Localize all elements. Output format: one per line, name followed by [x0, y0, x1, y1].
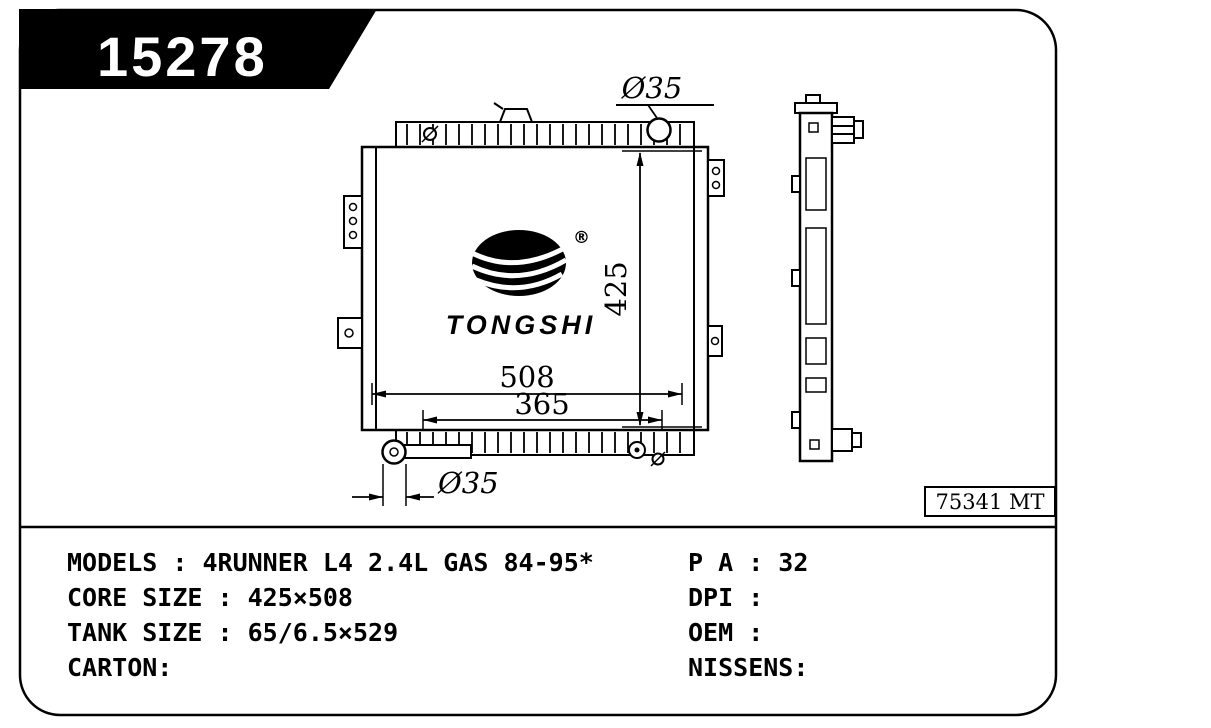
spec-pa: P A : 32 — [688, 548, 809, 577]
tongshi-logo: ® TONGSHI — [446, 228, 597, 340]
side-top-cap — [794, 102, 838, 114]
spec-carton: CARTON: — [67, 653, 173, 682]
radiator-side-view — [791, 94, 864, 463]
right-bracket-upper — [707, 159, 725, 197]
page-border — [18, 8, 1058, 717]
spec-core-size: CORE SIZE : 425×508 — [67, 583, 353, 612]
part-number-badge: 15278 — [19, 9, 377, 89]
top-tank — [395, 121, 695, 148]
side-body — [798, 111, 834, 463]
logo-wordmark: TONGSHI — [446, 310, 597, 340]
spec-tank-size: TANK SIZE : 65/6.5×529 — [67, 618, 399, 647]
filler-cap — [498, 108, 534, 123]
dim-inner-width: 365 — [514, 387, 569, 421]
spec-dpi: DPI : — [688, 583, 764, 612]
radiator-front-view — [337, 102, 725, 467]
top-tank-fins — [406, 124, 681, 145]
side-inlet-fitting — [831, 116, 855, 144]
outer-border — [18, 8, 1058, 717]
reference-box: 75341 MT — [924, 486, 1056, 517]
dim-bottom-pipe-diameter: Ø35 — [437, 466, 499, 500]
dim-height: 425 — [599, 261, 633, 316]
spec-list-right: P A : 32 DPI : OEM : NISSENS: — [688, 545, 808, 685]
badge-shape — [19, 9, 377, 89]
dim-width: 508 — [499, 360, 554, 394]
reference-box-frame — [924, 486, 1056, 517]
right-bracket-lower — [707, 325, 723, 357]
registered-trademark-icon: ® — [573, 228, 590, 248]
left-bracket-lower — [337, 317, 363, 349]
part-number: 15278 — [97, 25, 268, 88]
side-outlet-fitting — [831, 428, 853, 452]
spec-nissens: NISSENS: — [688, 653, 809, 682]
left-bracket-upper — [343, 195, 363, 249]
spec-models: MODELS : 4RUNNER L4 2.4L GAS 84-95* — [67, 548, 594, 577]
spec-list-left: MODELS : 4RUNNER L4 2.4L GAS 84-95* CORE… — [67, 545, 594, 685]
dim-top-pipe-diameter: Ø35 — [621, 71, 683, 105]
spec-oem: OEM : — [688, 618, 764, 647]
bottom-tank-fins — [406, 432, 681, 453]
outlet-pipe — [381, 439, 407, 465]
outlet-pipe-tube — [402, 444, 472, 459]
reference-code: 75341 MT — [936, 490, 1045, 514]
inlet-pipe — [646, 117, 672, 143]
dimension-annotations: 425 508 365 Ø35 Ø3 — [352, 71, 714, 506]
